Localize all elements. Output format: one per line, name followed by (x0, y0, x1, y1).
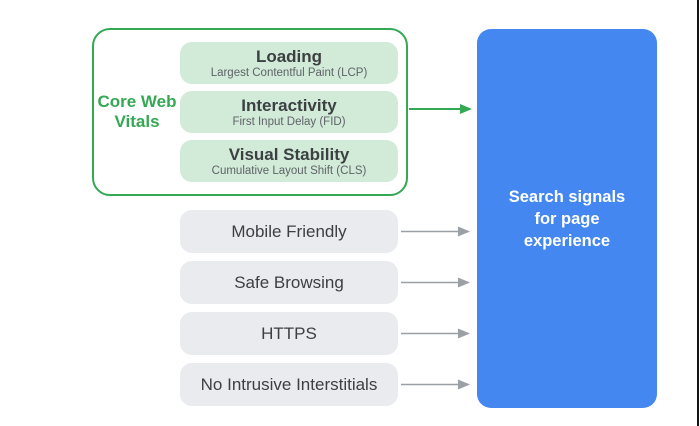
signal-pill-label: No Intrusive Interstitials (200, 374, 378, 394)
search-signals-box: Search signals for page experience (477, 29, 657, 408)
arrow-safe-browsing (401, 277, 470, 288)
signal-pill-mobile-friendly: Mobile Friendly (180, 210, 398, 253)
signal-pill-https: HTTPS (180, 312, 398, 355)
cwv-pill-subtitle: Cumulative Layout Shift (CLS) (211, 164, 367, 177)
frame-border-line (697, 0, 699, 426)
core-web-vitals-label: Core Web Vitals (97, 92, 177, 131)
cwv-pill-interactivity: Interactivity First Input Delay (FID) (180, 91, 398, 133)
signal-pill-no-intrusive-interstitials: No Intrusive Interstitials (180, 363, 398, 406)
signal-pill-label: HTTPS (261, 323, 317, 343)
arrow-no-intrusive-interstitials (401, 379, 470, 390)
core-web-vitals-pills: Loading Largest Contentful Paint (LCP) I… (180, 42, 406, 182)
cwv-pill-title: Interactivity (241, 95, 337, 115)
search-signals-label: Search signals for page experience (508, 187, 626, 250)
signal-pill-safe-browsing: Safe Browsing (180, 261, 398, 304)
signal-pill-label: Mobile Friendly (231, 221, 347, 241)
arrow-mobile-friendly (401, 226, 470, 237)
core-web-vitals-group: Core Web Vitals Loading Largest Contentf… (92, 28, 408, 196)
arrow-core-web-vitals (409, 104, 472, 114)
arrow-https (401, 328, 470, 339)
cwv-pill-title: Loading (255, 46, 323, 66)
cwv-pill-title: Visual Stability (228, 144, 350, 164)
signal-pill-label: Safe Browsing (234, 272, 344, 292)
cwv-pill-subtitle: First Input Delay (FID) (232, 115, 346, 128)
cwv-pill-subtitle: Largest Contentful Paint (LCP) (210, 66, 368, 79)
cwv-pill-loading: Loading Largest Contentful Paint (LCP) (180, 42, 398, 84)
cwv-pill-visual-stability: Visual Stability Cumulative Layout Shift… (180, 140, 398, 182)
